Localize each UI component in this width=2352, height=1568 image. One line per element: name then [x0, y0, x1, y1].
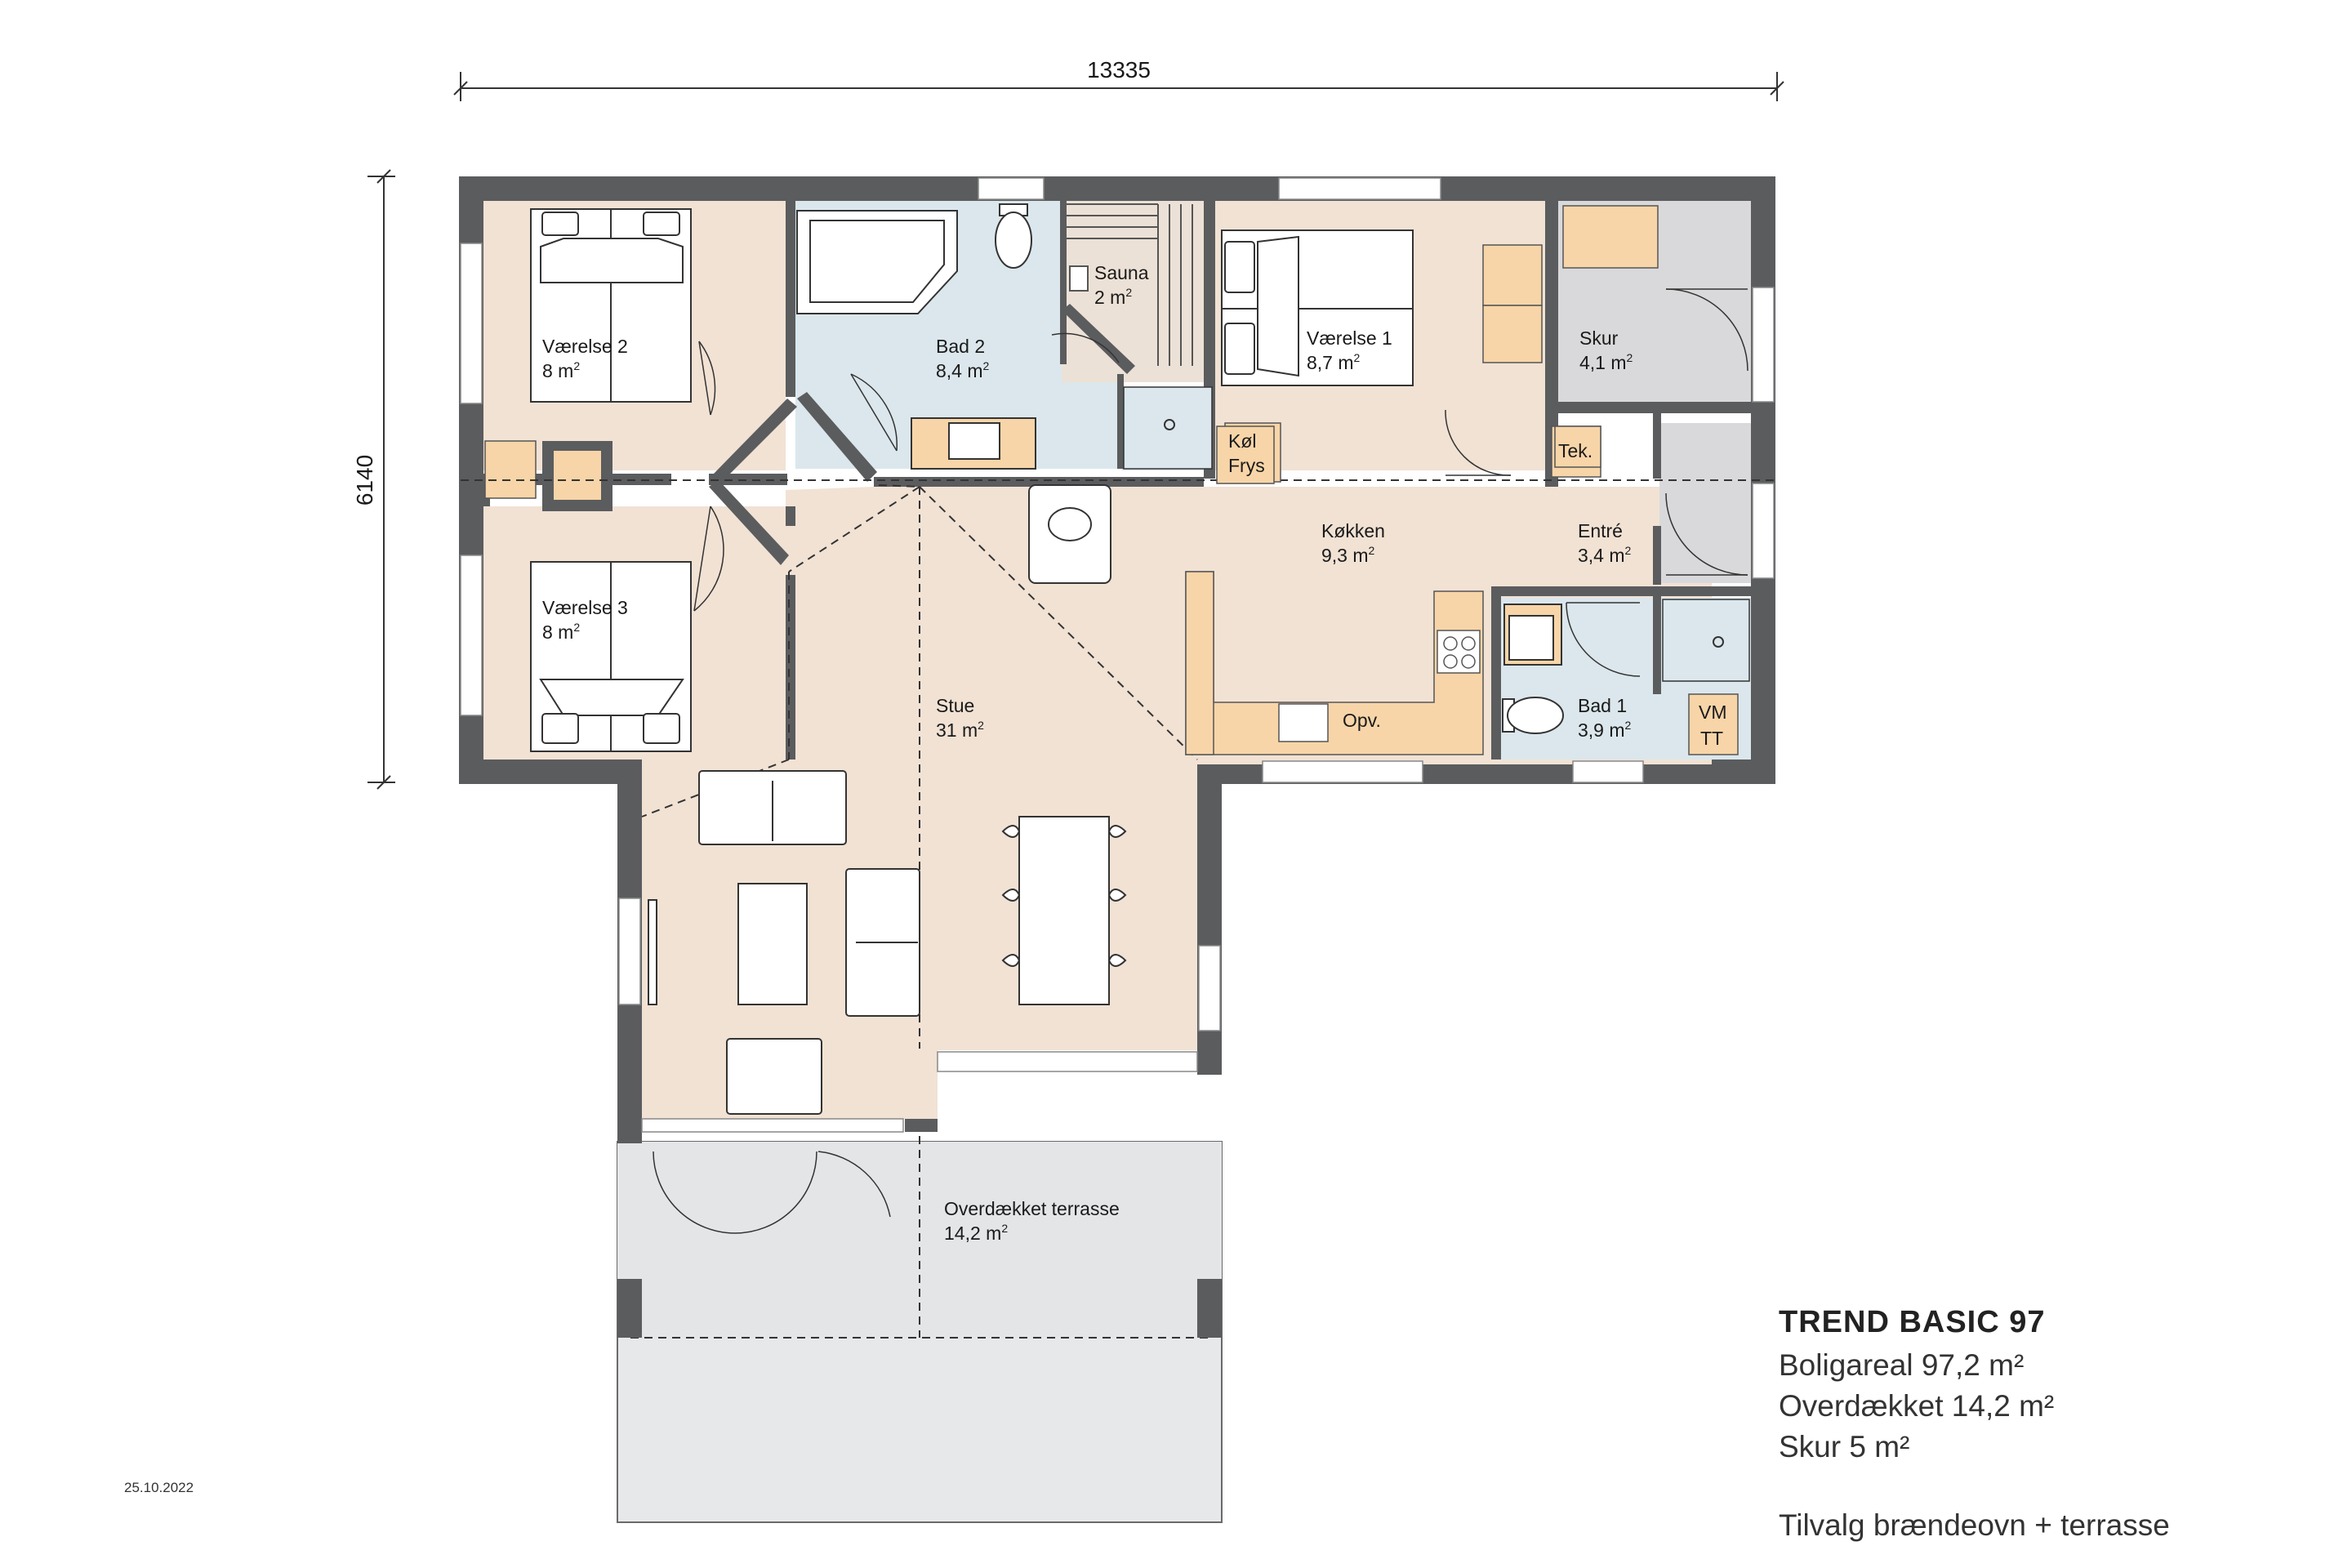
fixture-tek-label: Tek. [1558, 440, 1592, 461]
width-dimension-label: 13335 [1087, 57, 1151, 82]
room-name-terrasse: Overdækket terrasse [944, 1198, 1120, 1219]
room-area-vaerelse3: 8 m [542, 621, 573, 643]
room-area-sup: 2 [1354, 351, 1361, 364]
washer-dryer [1688, 693, 1739, 755]
floor-entre-grey [1659, 423, 1751, 583]
plan-date: 25.10.2022 [124, 1480, 194, 1495]
room-area-koekken: 9,3 m [1321, 545, 1369, 566]
room-name-stue: Stue [936, 695, 974, 716]
fixture-opv-label: Opv. [1343, 710, 1381, 731]
room-area-sup: 2 [1625, 544, 1632, 557]
room-name-skur: Skur [1579, 327, 1619, 349]
bad2-diagonal-wall [797, 392, 877, 482]
room-area-sup: 2 [1627, 351, 1633, 364]
corridor-diagonal-wall-top [714, 399, 797, 477]
room-area-sup: 2 [573, 359, 580, 372]
drain-icon [1164, 419, 1175, 430]
fireplace-left [484, 440, 537, 499]
svg-text:3,4 m2: 3,4 m2 [1578, 544, 1632, 566]
room-area-bad1: 3,9 m [1578, 719, 1625, 741]
info-block: TREND BASIC 97 Boligareal 97,2 m² Overdæ… [1779, 1305, 2170, 1546]
room-area-sup: 2 [983, 359, 990, 372]
sauna-diagonal-wall [1062, 304, 1135, 374]
toilet-bad1 [1502, 697, 1564, 734]
plan-title: TREND BASIC 97 [1779, 1305, 2046, 1339]
svg-text:8,7 m2: 8,7 m2 [1307, 351, 1361, 373]
room-area-skur: 4,1 m [1579, 352, 1627, 373]
dimension-depth [368, 169, 395, 790]
living-furniture [648, 770, 1110, 1115]
skur-text: Skur 5 m² [1779, 1430, 1910, 1463]
svg-text:2 m2: 2 m2 [1094, 286, 1132, 308]
kitchen-sink-bowl [1048, 507, 1092, 541]
boligareal-text: Boligareal 97,2 m² [1779, 1348, 2025, 1382]
room-area-bad2: 8,4 m [936, 360, 983, 381]
depth-dimension-label: 6140 [352, 455, 377, 506]
room-name-bad1: Bad 1 [1578, 695, 1627, 716]
room-name-entre: Entré [1578, 520, 1623, 541]
room-area-vaerelse1: 8,7 m [1307, 352, 1354, 373]
fixture-kol-label: Køl [1228, 430, 1257, 452]
toilet-bad2 [995, 203, 1032, 269]
room-area-sup: 2 [1125, 286, 1132, 299]
svg-text:9,3 m2: 9,3 m2 [1321, 544, 1375, 566]
door-swings [653, 288, 1748, 1234]
room-name-vaerelse3: Værelse 3 [542, 597, 628, 618]
room-area-entre: 3,4 m [1578, 545, 1625, 566]
bed-vaerelse2 [530, 208, 692, 403]
svg-text:3,9 m2: 3,9 m2 [1578, 719, 1632, 741]
room-area-sauna: 2 m [1094, 287, 1125, 308]
room-name-vaerelse2: Værelse 2 [542, 336, 628, 357]
room-area-sup: 2 [978, 719, 984, 732]
fireplace-inner [554, 451, 601, 500]
room-area-terrasse: 14,2 m [944, 1223, 1001, 1244]
dining-chairs [1001, 825, 1127, 967]
room-name-koekken: Køkken [1321, 520, 1385, 541]
dimension-width [453, 72, 1784, 101]
windows [460, 177, 1775, 1133]
fixture-frys-label: Frys [1228, 455, 1265, 476]
room-area-sup: 2 [1369, 544, 1375, 557]
room-area-vaerelse2: 8 m [542, 360, 573, 381]
fixture-vm-label: VM [1699, 702, 1727, 723]
shower-bad1 [1662, 599, 1750, 682]
corridor-diagonal-wall-bot [709, 480, 789, 565]
svg-text:31 m2: 31 m2 [936, 719, 984, 741]
shower-bad2 [1123, 386, 1213, 470]
room-area-sup: 2 [1625, 719, 1632, 732]
roof-lines [461, 479, 1775, 1049]
tilvalg-text: Tilvalg brændeovn + terrasse [1779, 1508, 2170, 1542]
bathtub [796, 210, 958, 314]
room-area-sup: 2 [573, 621, 580, 634]
room-name-vaerelse1: Værelse 1 [1307, 327, 1392, 349]
svg-text:14,2 m2: 14,2 m2 [944, 1222, 1008, 1244]
fridge-freezer [1216, 425, 1275, 484]
svg-text:8 m2: 8 m2 [542, 359, 580, 381]
room-area-sup: 2 [1001, 1222, 1008, 1235]
sink-bad2 [911, 417, 1036, 470]
technical-cabinet [1554, 425, 1601, 468]
svg-text:8,4 m2: 8,4 m2 [936, 359, 990, 381]
svg-text:8 m2: 8 m2 [542, 621, 580, 643]
room-name-bad2: Bad 2 [936, 336, 985, 357]
drain-icon [1713, 636, 1724, 648]
svg-text:4,1 m2: 4,1 m2 [1579, 351, 1633, 373]
room-name-sauna: Sauna [1094, 262, 1149, 283]
bed-vaerelse3 [530, 561, 692, 752]
bed-vaerelse1 [1221, 229, 1414, 386]
sink-bad1 [1503, 604, 1562, 666]
overdaekket-text: Overdækket 14,2 m² [1779, 1389, 2055, 1423]
fixture-tt-label: TT [1700, 728, 1723, 749]
kitchen-counter [1185, 568, 1484, 755]
sauna-benches [1067, 203, 1193, 366]
room-area-stue: 31 m [936, 719, 978, 741]
